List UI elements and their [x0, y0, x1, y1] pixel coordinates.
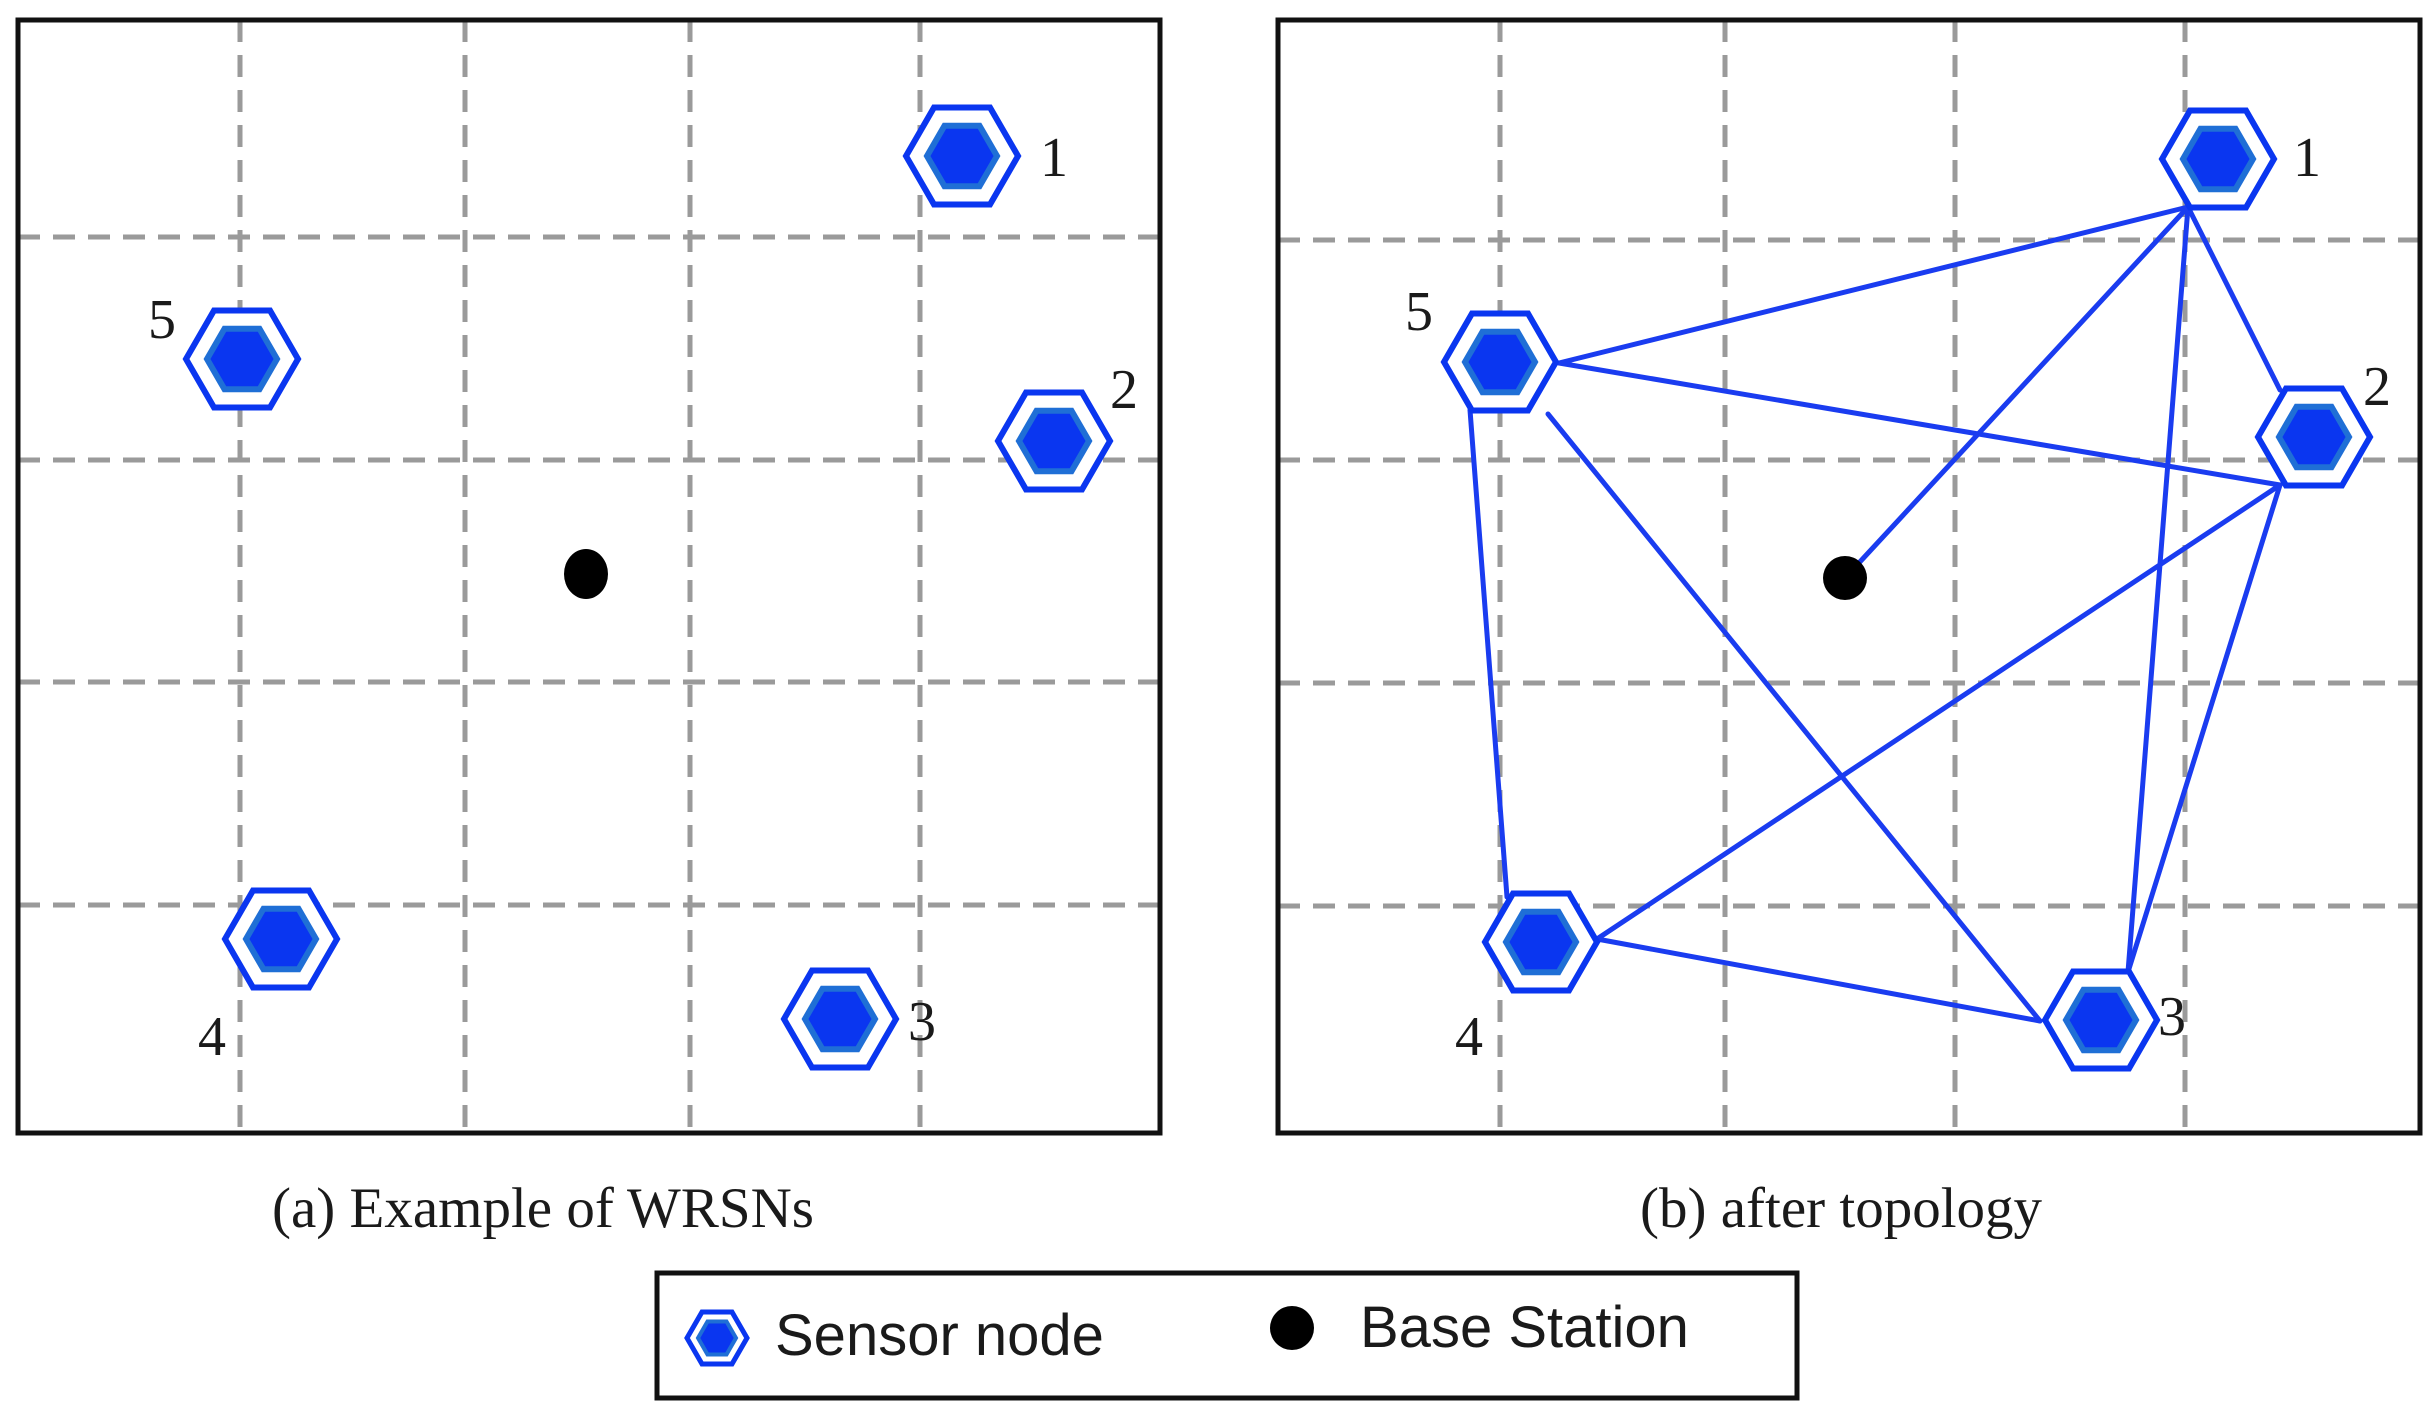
node-label-3: 3 — [2158, 986, 2186, 1048]
link-5-2 — [1556, 360, 2283, 488]
sensor-node-4 — [221, 887, 341, 991]
sensor-node-1 — [902, 104, 1022, 208]
sensor-node-4 — [1481, 890, 1601, 994]
legend-sensor-node-label: Sensor node — [775, 1303, 1104, 1368]
link-1-3 — [2125, 204, 2191, 975]
caption-a: (a) Example of WRSNs — [272, 1177, 814, 1240]
sensor-node-2 — [994, 389, 1114, 493]
node-label-3: 3 — [908, 991, 936, 1053]
panel-b-frame — [1275, 17, 2423, 1136]
sensor-node-1 — [2158, 107, 2278, 211]
node-label-5: 5 — [1405, 281, 1433, 343]
link-5-1 — [1556, 204, 2191, 366]
topology-links — [1467, 204, 2283, 1024]
link-4-3 — [1594, 936, 2043, 1024]
panel-a-grid — [18, 20, 1160, 1133]
link-2-4 — [1594, 482, 2283, 942]
link-2-3 — [2125, 482, 2283, 975]
panel-a: 1 2 3 4 5 — [15, 17, 1163, 1136]
caption-b: (b) after topology — [1640, 1177, 2043, 1240]
legend: Sensor node Base Station — [654, 1270, 1800, 1401]
sensor-node-5 — [1440, 310, 1560, 414]
base-station — [1823, 556, 1867, 600]
node-label-2: 2 — [2363, 356, 2391, 418]
link-5-4 — [1467, 407, 1510, 900]
base-station-icon — [1270, 1306, 1314, 1350]
node-label-1: 1 — [2293, 127, 2321, 189]
base-station — [564, 549, 608, 599]
sensor-node-5 — [182, 307, 302, 411]
panel-b: 1 2 3 4 5 — [1275, 17, 2423, 1136]
node-label-1: 1 — [1040, 127, 1068, 189]
link-1-base — [1842, 204, 2191, 581]
link-1-2 — [2185, 204, 2283, 393]
node-label-2: 2 — [1110, 359, 1138, 421]
sensor-node-3 — [780, 967, 900, 1071]
node-label-5: 5 — [148, 289, 176, 351]
legend-base-station-label: Base Station — [1360, 1295, 1689, 1360]
sensor-node-icon — [684, 1309, 750, 1367]
panel-a-frame — [15, 17, 1163, 1136]
node-label-4: 4 — [1455, 1006, 1483, 1068]
sensor-node-2 — [2254, 385, 2374, 489]
legend-box — [654, 1270, 1800, 1401]
sensor-node-3 — [2041, 968, 2161, 1072]
node-label-4: 4 — [198, 1006, 226, 1068]
link-5-3 — [1545, 411, 2043, 1024]
